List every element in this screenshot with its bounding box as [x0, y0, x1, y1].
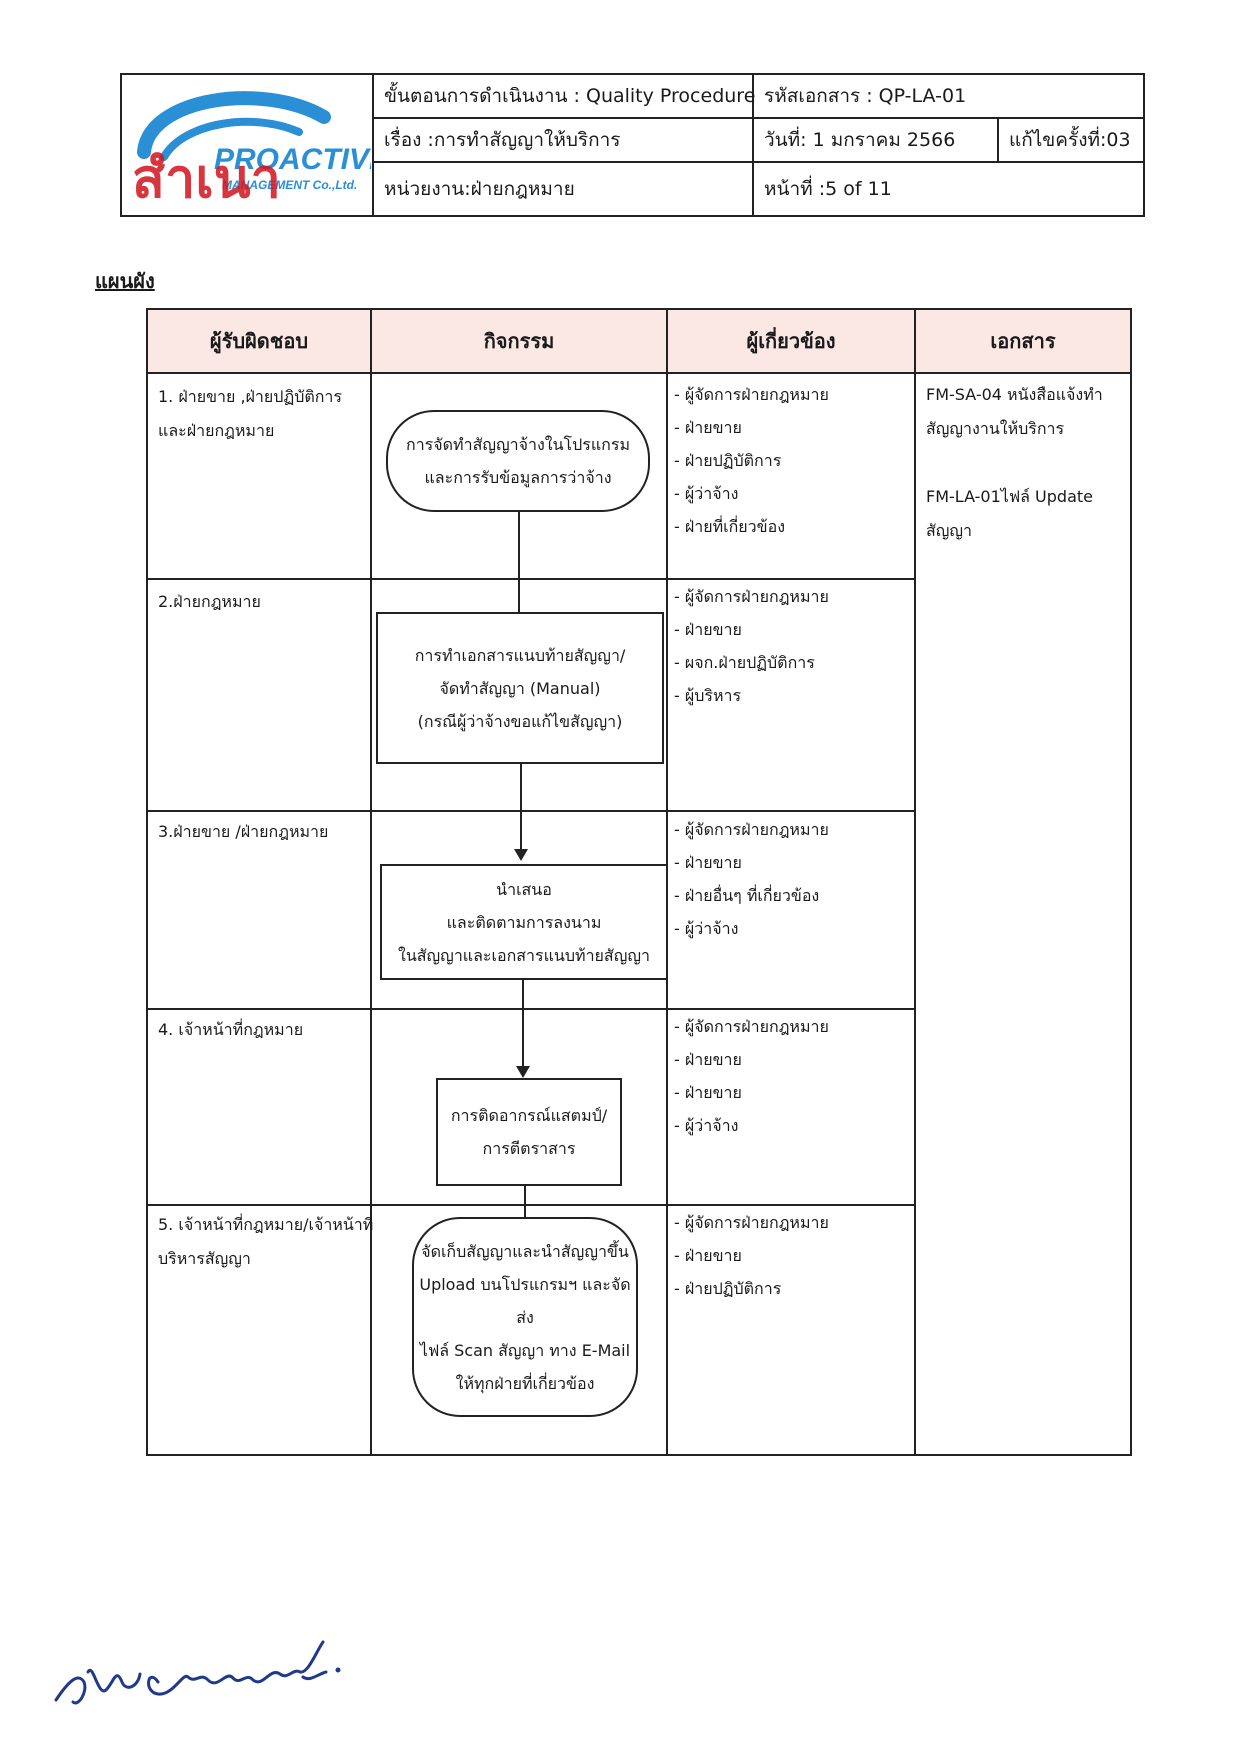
activity-2-process: การทำเอกสารแนบท้ายสัญญา/ จัดทำสัญญา (Man…: [376, 612, 664, 764]
flowchart-table: ผู้รับผิดชอบ กิจกรรม ผู้เกี่ยวข้อง เอกสา…: [146, 308, 1132, 1456]
copy-stamp: สำเนา: [132, 147, 281, 210]
row-1-related: - ผู้จัดการฝ่ายกฎหมาย - ฝ่ายขาย - ฝ่ายปฏ…: [674, 385, 829, 536]
section-title: แผนผัง: [95, 269, 155, 293]
activity-5-terminal: จัดเก็บสัญญาและนำสัญญาขึ้น Upload บนโปรแ…: [412, 1217, 638, 1417]
handwritten-signature: [48, 1612, 368, 1722]
procedure-title: ขั้นตอนการดำเนินงาน : Quality Procedure: [384, 85, 756, 107]
activity-3-process: นำเสนอ และติดตามการลงนาม ในสัญญาและเอกสา…: [380, 864, 668, 980]
row-5-related: - ผู้จัดการฝ่ายกฎหมาย - ฝ่ายขาย - ฝ่ายปฏ…: [674, 1213, 829, 1298]
row-2-responsible: 2.ฝ่ายกฎหมาย: [158, 592, 261, 611]
row-3-related: - ผู้จัดการฝ่ายกฎหมาย - ฝ่ายขาย - ฝ่ายอื…: [674, 820, 829, 938]
row-2-related: - ผู้จัดการฝ่ายกฎหมาย - ฝ่ายขาย - ผจก.ฝ่…: [674, 587, 829, 705]
subject: เรื่อง :การทำสัญญาให้บริการ: [384, 129, 621, 151]
company-logo: PROACTIVE MANAGEMENT Co.,Ltd. สำเนา: [124, 77, 371, 215]
row-3-responsible: 3.ฝ่ายขาย /ฝ่ายกฎหมาย: [158, 822, 329, 841]
flow-arrow-1: [512, 512, 526, 624]
document-header: PROACTIVE MANAGEMENT Co.,Ltd. สำเนา ขั้น…: [120, 73, 1145, 217]
document-code: รหัสเอกสาร : QP-LA-01: [764, 85, 967, 107]
revision-number: แก้ไขครั้งที่:03: [1009, 129, 1131, 151]
flow-arrow-3: [516, 980, 530, 1078]
effective-date: วันที่: 1 มกราคม 2566: [764, 129, 956, 151]
logo-wordmark: PROACTIVE: [214, 143, 371, 176]
activity-4-process: การติดอากรณ์แสตมป์/ การตีตราสาร: [436, 1078, 622, 1186]
header-responsible: ผู้รับผิดชอบ: [148, 310, 370, 372]
documents-list: FM-SA-04 หนังสือแจ้งทำ สัญญางานให้บริการ…: [926, 385, 1103, 540]
row-4-related: - ผู้จัดการฝ่ายกฎหมาย - ฝ่ายขาย - ฝ่ายขา…: [674, 1017, 829, 1135]
header-related: ผู้เกี่ยวข้อง: [668, 310, 914, 372]
logo-subtitle: MANAGEMENT Co.,Ltd.: [222, 178, 357, 192]
row-4-responsible: 4. เจ้าหน้าที่กฎหมาย: [158, 1020, 304, 1039]
header-activity: กิจกรรม: [372, 310, 666, 372]
page-number: หน้าที่ :5 of 11: [764, 178, 892, 200]
department: หน่วยงาน:ฝ่ายกฎหมาย: [384, 178, 575, 200]
flow-arrow-2: [514, 764, 528, 861]
activity-1-terminal: การจัดทำสัญญาจ้างในโปรแกรม และการรับข้อม…: [386, 410, 650, 512]
row-5-responsible: 5. เจ้าหน้าที่กฎหมาย/เจ้าหน้าที่ บริหารส…: [158, 1215, 374, 1268]
row-1-responsible: 1. ฝ่ายขาย ,ฝ่ายปฏิบัติการ และฝ่ายกฎหมาย: [158, 387, 342, 440]
header-documents: เอกสาร: [916, 310, 1130, 372]
